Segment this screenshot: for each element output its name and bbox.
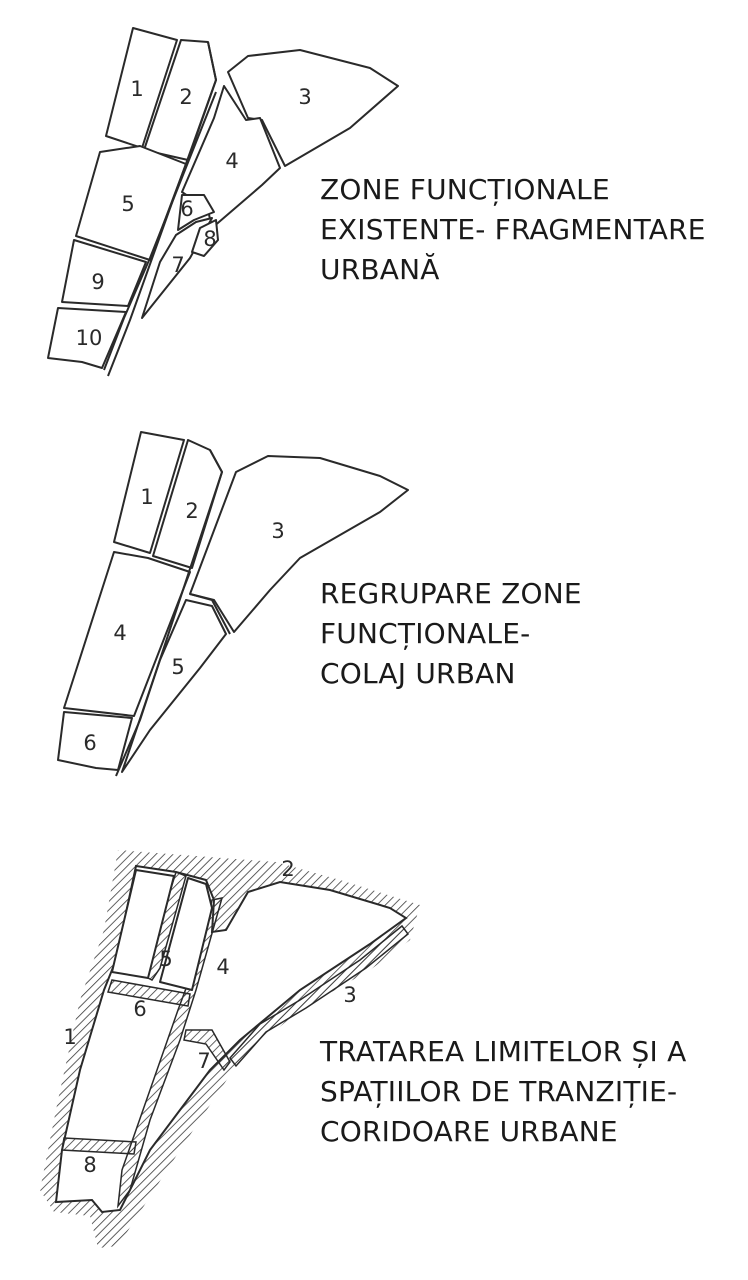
- caption-line: CORIDOARE URBANE: [320, 1115, 618, 1148]
- zone-label-8: 8: [203, 227, 216, 251]
- zone-label-5: 5: [171, 655, 184, 679]
- caption-line: SPAȚIILOR DE TRANZIȚIE-: [320, 1075, 678, 1108]
- zone-label-10: 10: [76, 326, 103, 350]
- zone-4: [181, 85, 281, 229]
- zone-label-5: 5: [159, 947, 172, 971]
- zone-label-6: 6: [180, 197, 193, 221]
- zone-label-3: 3: [271, 519, 284, 543]
- zone-label-6: 6: [133, 997, 146, 1021]
- zone-4: [63, 551, 191, 717]
- caption-line: REGRUPARE ZONE: [320, 577, 582, 610]
- zone-label-3: 3: [343, 983, 356, 1007]
- zone-label-1: 1: [140, 485, 153, 509]
- zone-label-2: 2: [179, 85, 192, 109]
- zone-10: [47, 307, 127, 369]
- zone-block-top: [111, 869, 175, 979]
- zone-label-8: 8: [83, 1153, 96, 1177]
- zone-8: [191, 219, 219, 257]
- panel-regrouped: 1 2 3 4 5 6: [57, 431, 409, 777]
- zone-block-top-right: [159, 877, 213, 991]
- panel-existing: 1 2 3 4 5 6 7 8 9 10: [47, 27, 399, 377]
- zone-9: [61, 239, 147, 307]
- zone-label-2: 2: [185, 499, 198, 523]
- corridor-8: [61, 1137, 137, 1155]
- caption-line: TRATAREA LIMITELOR ȘI A: [320, 1035, 687, 1068]
- caption-regrouped: REGRUPARE ZONE FUNCȚIONALE- COLAJ URBAN: [320, 574, 582, 694]
- caption-line: EXISTENTE- FRAGMENTARE: [320, 213, 706, 246]
- zone-label-7: 7: [171, 253, 184, 277]
- zone-label-5: 5: [121, 192, 134, 216]
- zone-label-9: 9: [91, 270, 104, 294]
- zone-label-1: 1: [130, 77, 143, 101]
- caption-line: ZONE FUNCȚIONALE: [320, 173, 610, 206]
- zone-label-3: 3: [298, 85, 311, 109]
- zone-label-2: 2: [281, 857, 294, 881]
- zone-label-7: 7: [197, 1049, 210, 1073]
- zone-label-1: 1: [63, 1025, 76, 1049]
- caption-line: FUNCȚIONALE-: [320, 617, 531, 650]
- corridor-3: [229, 924, 410, 1068]
- caption-existing: ZONE FUNCȚIONALE EXISTENTE- FRAGMENTARE …: [320, 170, 706, 290]
- zone-6: [177, 194, 215, 231]
- road-secondary: [189, 593, 231, 635]
- road-secondary: [103, 91, 217, 371]
- corridor-6: [107, 979, 191, 1007]
- zone-label-4: 4: [113, 621, 126, 645]
- zone-label-4: 4: [225, 149, 238, 173]
- zone-label-6: 6: [83, 731, 96, 755]
- corridor-7: [183, 1029, 231, 1072]
- road-main: [115, 449, 223, 777]
- caption-line: COLAJ URBAN: [320, 657, 516, 690]
- caption-line: URBANĂ: [320, 253, 440, 286]
- zone-label-4: 4: [216, 955, 229, 979]
- zone-1: [113, 431, 185, 554]
- zone-6: [57, 711, 133, 771]
- panel-limits: 1 2 3 4 5 6 7 8: [40, 850, 420, 1248]
- caption-limits: TRATAREA LIMITELOR ȘI A SPAȚIILOR DE TRA…: [320, 1032, 686, 1152]
